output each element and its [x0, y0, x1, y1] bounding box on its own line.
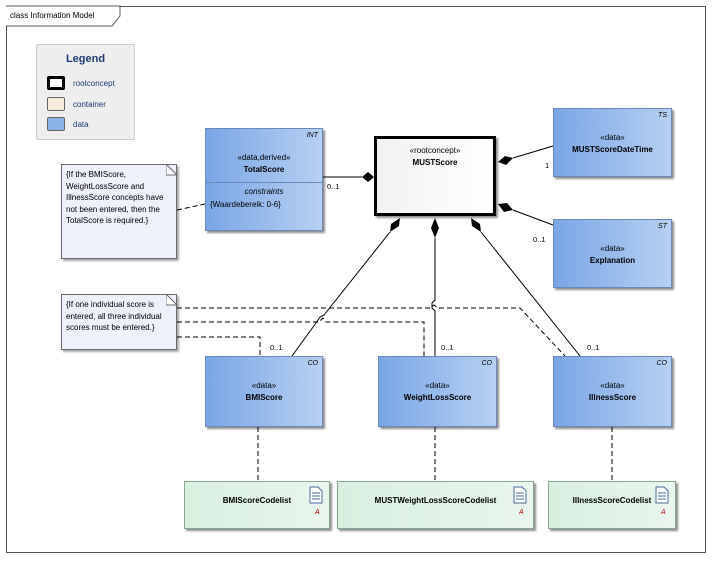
legend-label-container: container: [73, 100, 106, 109]
svg-text:A: A: [518, 509, 524, 516]
multiplicity-datetime: 1: [545, 161, 550, 170]
class-stereotype: «data»: [251, 381, 277, 390]
multiplicity-illness: 0..1: [587, 343, 600, 352]
class-tag: CO: [656, 360, 668, 367]
legend-title: Legend: [65, 53, 106, 65]
diamond-explanation: [498, 203, 513, 212]
assoc-illness: [480, 231, 581, 357]
class-stereotype: «data»: [425, 381, 450, 390]
constraints-label: constraints: [244, 187, 284, 196]
constraint-text: {Waardebereik: 0-6}: [210, 200, 281, 209]
note-line: WeightLossScore and: [66, 181, 145, 191]
legend-swatch-data: [47, 117, 65, 131]
svg-text:A: A: [660, 509, 666, 516]
class-mustscore-root[interactable]: «rootconcept» MUSTScore: [374, 136, 496, 216]
assoc-weightloss: [431, 238, 436, 356]
legend: Legend rootconcept container data: [36, 44, 135, 140]
multiplicity-bmi: 0..1: [270, 343, 283, 352]
codelist-weightlossscore[interactable]: MUSTWeightLossScoreCodelist A: [337, 481, 534, 529]
codelist-name: IllnessScoreCodelist: [572, 496, 652, 505]
multiplicity-total: 0..1: [327, 182, 340, 191]
class-tag: CO: [481, 360, 493, 367]
frame-title: class Information Model: [10, 11, 95, 20]
note-line: entered, all three individual: [66, 311, 162, 321]
frame-tab: [6, 5, 121, 27]
class-name: TotalScore: [243, 165, 285, 174]
diamond-total: [362, 172, 374, 182]
class-stereotype: «data,derived»: [237, 153, 291, 162]
class-tag: INT: [306, 132, 318, 139]
codelist-name: BMIScoreCodelist: [222, 496, 292, 505]
class-bmiscore[interactable]: CO «data» BMIScore: [205, 356, 323, 427]
class-stereotype: «data»: [600, 244, 625, 253]
class-weightlossscore[interactable]: CO «data» WeightLossScore: [378, 356, 497, 427]
note-link-weightloss: [177, 317, 425, 356]
class-name: BMIScore: [245, 393, 283, 402]
legend-swatch-rootconcept: [47, 76, 65, 90]
codelist-bmiscore[interactable]: BMIScoreCodelist A: [184, 481, 330, 529]
class-tag: CO: [307, 360, 319, 367]
class-name: Explanation: [589, 256, 636, 265]
legend-label-rootconcept: rootconcept: [73, 79, 115, 88]
note-line: IllnessScore concepts have: [66, 193, 164, 202]
class-name: MUSTScoreDateTime: [572, 145, 653, 154]
multiplicity-weightloss: 0..1: [441, 343, 454, 352]
note-fold-corner: [166, 294, 178, 306]
diamond-bmi: [390, 218, 400, 232]
class-stereotype: «rootconcept»: [409, 146, 461, 155]
multiplicity-explanation: 0..1: [533, 235, 546, 244]
class-name: WeightLossScore: [403, 393, 472, 402]
legend-swatch-container: [47, 97, 65, 111]
document-icon: A: [309, 486, 323, 516]
note-link-bmi: [177, 336, 261, 356]
note-total-required[interactable]: {If the BMIScore, WeightLossScore and Il…: [61, 164, 177, 259]
class-explanation[interactable]: ST «data» Explanation: [553, 219, 672, 288]
document-icon: A: [655, 486, 669, 516]
note-line: TotalScore is required.}: [66, 216, 149, 225]
assoc-bmi: [291, 231, 391, 357]
assoc-explanation: [512, 209, 554, 226]
class-tag: ST: [658, 223, 667, 230]
class-stereotype: «data»: [600, 381, 625, 390]
class-separator: [206, 182, 322, 183]
class-name: IllnessScore: [588, 393, 637, 402]
diamond-weightloss: [431, 218, 439, 238]
diamond-illness: [471, 218, 481, 232]
class-totalscore[interactable]: INT «data,derived» TotalScore constraint…: [205, 128, 323, 231]
codelist-illnessscore[interactable]: IllnessScoreCodelist A: [548, 481, 676, 529]
class-name: MUSTScore: [412, 158, 458, 167]
assoc-datetime: [512, 145, 554, 159]
codelist-name: MUSTWeightLossScoreCodelist: [374, 496, 497, 505]
note-line: scores must be entered.}: [66, 323, 155, 332]
note-line: {If the BMIScore,: [66, 170, 127, 179]
diamond-datetime: [498, 156, 513, 165]
note-link-total: [176, 203, 206, 211]
note-link-illness: [177, 304, 566, 357]
note-individual-scores[interactable]: {If one individual score is entered, all…: [61, 294, 177, 350]
class-tag: TS: [658, 112, 667, 119]
class-mustscoredatetime[interactable]: TS «data» MUSTScoreDateTime: [553, 108, 672, 177]
note-line: {If one individual score is: [66, 300, 155, 309]
document-icon: A: [513, 486, 527, 516]
legend-label-data: data: [73, 120, 89, 129]
svg-text:A: A: [314, 509, 320, 516]
note-line: not been entered, then the: [66, 204, 160, 214]
note-fold-corner: [166, 164, 178, 176]
diagram-frame: [6, 6, 706, 553]
class-illnessscore[interactable]: CO «data» IllnessScore: [553, 356, 672, 427]
class-stereotype: «data»: [600, 133, 625, 142]
